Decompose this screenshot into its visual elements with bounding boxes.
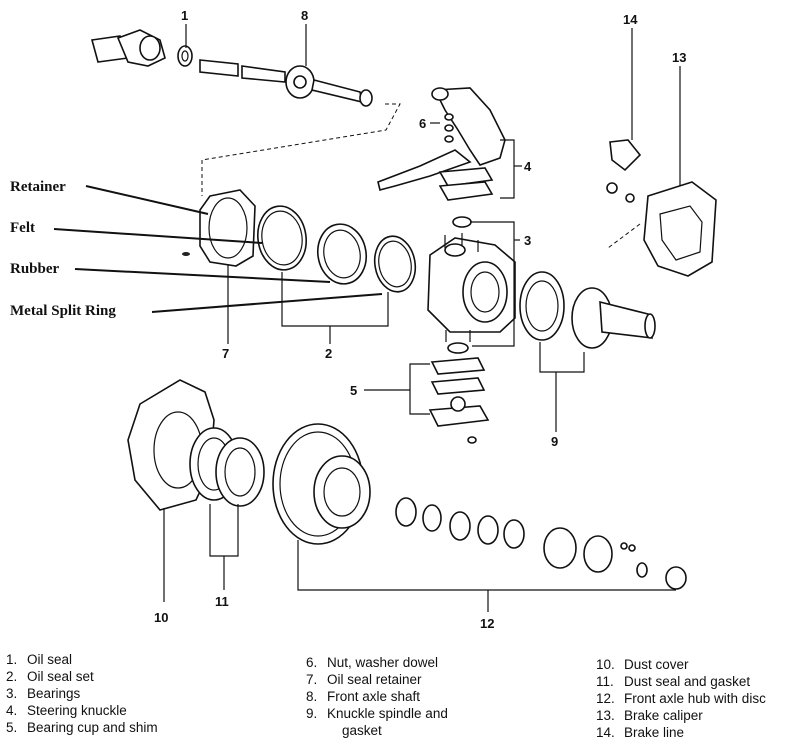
legend-item: 10.Dust cover <box>596 657 689 672</box>
oil-seal-set <box>182 189 417 293</box>
oil-seal-part <box>177 45 193 67</box>
bearing-cup-and-shim <box>428 342 490 444</box>
callout-felt: Felt <box>10 220 35 236</box>
legend-item: 5.Bearing cup and shim <box>6 720 158 735</box>
legend-column-3: 10.Dust cover 11.Dust seal and gasket 12… <box>596 656 766 741</box>
part-number-8: 8 <box>301 8 308 23</box>
part-number-9: 9 <box>551 434 558 449</box>
part-number-14: 14 <box>623 12 638 27</box>
part-number-10: 10 <box>154 610 168 625</box>
callout-leaders <box>53 185 383 313</box>
legend-item: 8.Front axle shaft <box>306 689 421 704</box>
legend-item: 13.Brake caliper <box>596 708 703 723</box>
part-number-7: 7 <box>222 346 229 361</box>
legend-item: 6.Nut, washer dowel <box>306 655 439 670</box>
legend-item: 3.Bearings <box>6 686 81 701</box>
callout-metal-split-ring: Metal Split Ring <box>10 303 116 319</box>
dust-cover-and-seal <box>127 379 265 511</box>
part-number-4: 4 <box>524 159 532 174</box>
legend-item: 4.Steering knuckle <box>6 703 127 718</box>
legend-item: 7.Oil seal retainer <box>306 672 422 687</box>
part-number-6: 6 <box>419 116 426 131</box>
part-number-1: 1 <box>181 8 188 23</box>
brake-caliper-and-line <box>606 139 717 277</box>
part-number-11: 11 <box>215 594 229 609</box>
legend-item: 11.Dust seal and gasket <box>596 674 751 689</box>
diagram-canvas: Retainer Felt Rubber Metal Split Ring 1 … <box>10 8 717 631</box>
legend-column-1: 1.Oil seal 2.Oil seal set 3.Bearings 4.S… <box>6 651 158 736</box>
number-leaders <box>163 24 681 612</box>
axle-shaft-assembly <box>90 29 373 107</box>
part-number-12: 12 <box>480 616 494 631</box>
legend-item: 12.Front axle hub with disc <box>596 691 766 706</box>
legend-item: 9.Knuckle spindle and <box>306 706 448 721</box>
callout-rubber: Rubber <box>10 261 60 277</box>
legend-item: gasket <box>342 723 382 738</box>
knuckle-housing <box>427 233 516 342</box>
legend-item: 1.Oil seal <box>6 652 73 667</box>
knuckle-spindle-and-gasket <box>519 271 656 349</box>
part-number-2: 2 <box>325 346 332 361</box>
part-number-13: 13 <box>672 50 686 65</box>
steering-knuckle-arm <box>377 87 506 228</box>
legend-item: 2.Oil seal set <box>6 669 94 684</box>
alignment-lines <box>201 103 641 249</box>
part-number-5: 5 <box>350 383 357 398</box>
legend-item: 14.Brake line <box>596 725 685 740</box>
callout-retainer: Retainer <box>10 179 66 195</box>
hub-with-disc <box>272 423 687 590</box>
legend-column-2: 6.Nut, washer dowel 7.Oil seal retainer … <box>306 654 448 739</box>
part-number-3: 3 <box>524 233 531 248</box>
